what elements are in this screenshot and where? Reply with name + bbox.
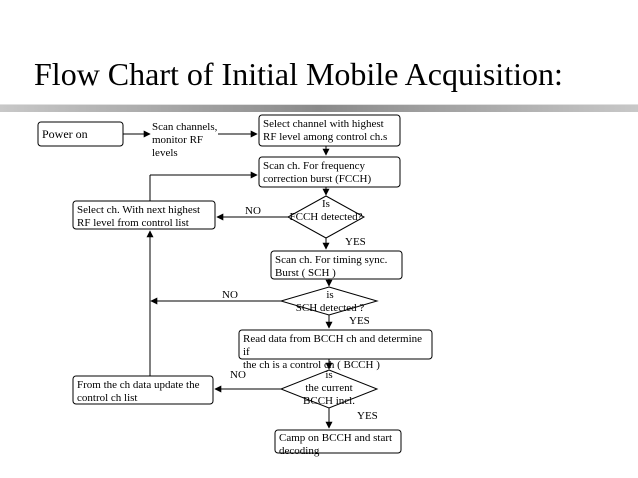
box-camp: [274, 429, 402, 454]
select-channel-label: Select channel with highest RF level amo…: [263, 118, 388, 143]
box-scan-fcch: [258, 156, 401, 188]
scan-sch-label: Scan ch. For timing sync. Burst ( SCH ): [275, 254, 388, 279]
sch-decision-label: is SCH detected ?: [295, 289, 365, 314]
scan-fcch-label: Scan ch. For frequency correction burst …: [263, 160, 372, 185]
title-divider: [0, 104, 638, 112]
no-label-bcch: NO: [230, 369, 246, 381]
no-label-sch: NO: [222, 289, 238, 301]
update-list-label: From the ch data update the control ch l…: [77, 379, 200, 404]
power-on-label: Power on: [42, 127, 88, 141]
box-select-next: [72, 200, 216, 230]
scan-channels-label: Scan channels, monitor RF levels: [152, 121, 218, 159]
camp-label: Camp on BCCH and start decoding: [279, 432, 393, 457]
box-read-bcch: [238, 329, 433, 360]
box-select-channel: [258, 114, 401, 147]
yes-label-fcch: YES: [345, 236, 366, 248]
yes-label-sch: YES: [349, 315, 370, 327]
read-bcch-label: Read data from BCCH ch and determine if …: [243, 333, 423, 371]
box-update-list: [72, 375, 214, 405]
yes-label-bcch: YES: [357, 410, 378, 422]
fcch-decision-label: Is FCCH detected?: [289, 198, 363, 223]
bcch-decision-label: is the current BCCH incl.: [303, 369, 355, 407]
no-label-fcch: NO: [245, 205, 261, 217]
select-next-label: Select ch. With next highest RF level fr…: [77, 204, 201, 229]
page-title: Flow Chart of Initial Mobile Acquisition…: [34, 56, 563, 92]
box-scan-sch: [270, 250, 403, 280]
